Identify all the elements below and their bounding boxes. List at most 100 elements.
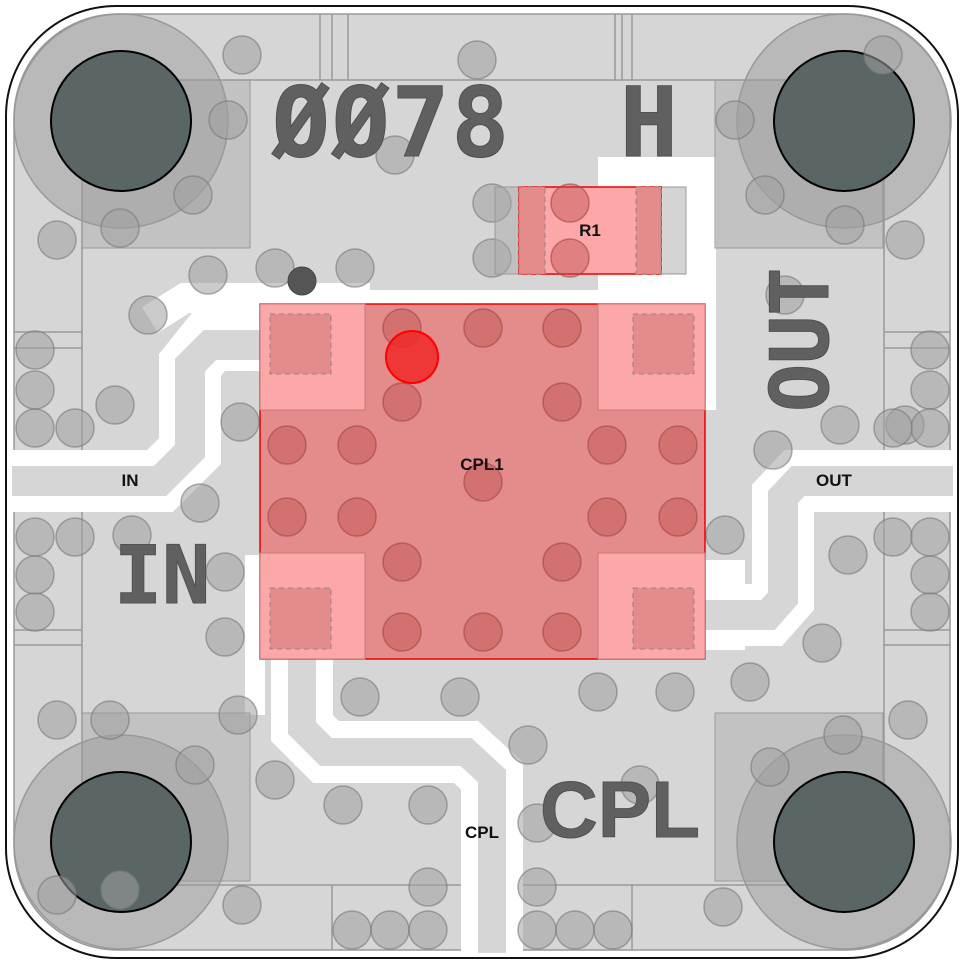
via (37, 220, 77, 260)
via (542, 612, 582, 652)
vias (15, 35, 950, 950)
cpl1-pad-1 (269, 313, 332, 375)
via (255, 760, 295, 800)
via (15, 408, 55, 448)
via (382, 382, 422, 422)
via (205, 552, 245, 592)
net-label-in: IN (122, 471, 139, 490)
component-cpl1[interactable]: CPL1 (259, 303, 706, 660)
via (37, 700, 77, 740)
via (323, 785, 363, 825)
via (820, 405, 860, 445)
via (517, 910, 557, 950)
via (267, 497, 307, 537)
via (823, 715, 863, 755)
silkscreen: ØØ78 H OUT IN CPL (114, 67, 848, 855)
cpl1-ref-label: CPL1 (460, 455, 503, 474)
via (885, 220, 925, 260)
via (95, 385, 135, 425)
via (15, 370, 55, 410)
via (440, 677, 480, 717)
via (705, 515, 745, 555)
cpl1-pad-2 (632, 313, 695, 375)
via (542, 542, 582, 582)
via (255, 248, 295, 288)
via (542, 382, 582, 422)
via (408, 910, 448, 950)
via (863, 35, 903, 75)
via (620, 765, 660, 805)
via (208, 100, 248, 140)
via (910, 408, 950, 448)
trace-out (660, 466, 953, 630)
via (555, 910, 595, 950)
via (173, 175, 213, 215)
via (910, 555, 950, 595)
via (587, 497, 627, 537)
via (15, 592, 55, 632)
component-r1[interactable]: R1 (494, 183, 687, 278)
via (587, 425, 627, 465)
via (222, 885, 262, 925)
via (873, 517, 913, 557)
via (910, 592, 950, 632)
traces (12, 330, 953, 953)
via (128, 295, 168, 335)
via (753, 430, 793, 470)
via (205, 617, 245, 657)
via (220, 402, 260, 442)
via (112, 515, 152, 555)
via (382, 542, 422, 582)
via (658, 425, 698, 465)
via (517, 803, 557, 843)
silk-revision: H (620, 67, 678, 179)
via (218, 695, 258, 735)
via (180, 483, 220, 523)
via (910, 517, 950, 557)
via (90, 700, 130, 740)
via (335, 248, 375, 288)
via (222, 35, 262, 75)
via (15, 555, 55, 595)
silk-cpl: CPL (540, 765, 700, 854)
via (703, 887, 743, 927)
cpl1-pad-4 (632, 587, 695, 650)
via (337, 425, 377, 465)
via (715, 100, 755, 140)
via (802, 623, 842, 663)
via (463, 308, 503, 348)
via (750, 747, 790, 787)
via (408, 867, 448, 907)
via (910, 370, 950, 410)
via (730, 662, 770, 702)
via (100, 208, 140, 248)
via (745, 175, 785, 215)
net-label-out: OUT (816, 471, 853, 490)
pin1-marker-icon (385, 330, 439, 384)
trace-in (12, 330, 300, 496)
via (765, 275, 805, 315)
via (463, 612, 503, 652)
silk-part-number: ØØ78 (271, 67, 511, 179)
mount-hole-bottom-right (714, 712, 952, 950)
r1-ref-label: R1 (579, 221, 601, 240)
via (873, 408, 913, 448)
via (15, 517, 55, 557)
via (100, 870, 140, 910)
via (457, 40, 497, 80)
via (332, 910, 372, 950)
via (340, 677, 380, 717)
via (593, 910, 633, 950)
via (542, 308, 582, 348)
fiducial-dot (287, 266, 317, 296)
via (658, 497, 698, 537)
net-label-cpl: CPL (465, 823, 499, 842)
via (508, 725, 548, 765)
trace-cpl (288, 640, 506, 953)
via (517, 867, 557, 907)
via (15, 330, 55, 370)
via (578, 672, 618, 712)
via (175, 745, 215, 785)
via (828, 535, 868, 575)
